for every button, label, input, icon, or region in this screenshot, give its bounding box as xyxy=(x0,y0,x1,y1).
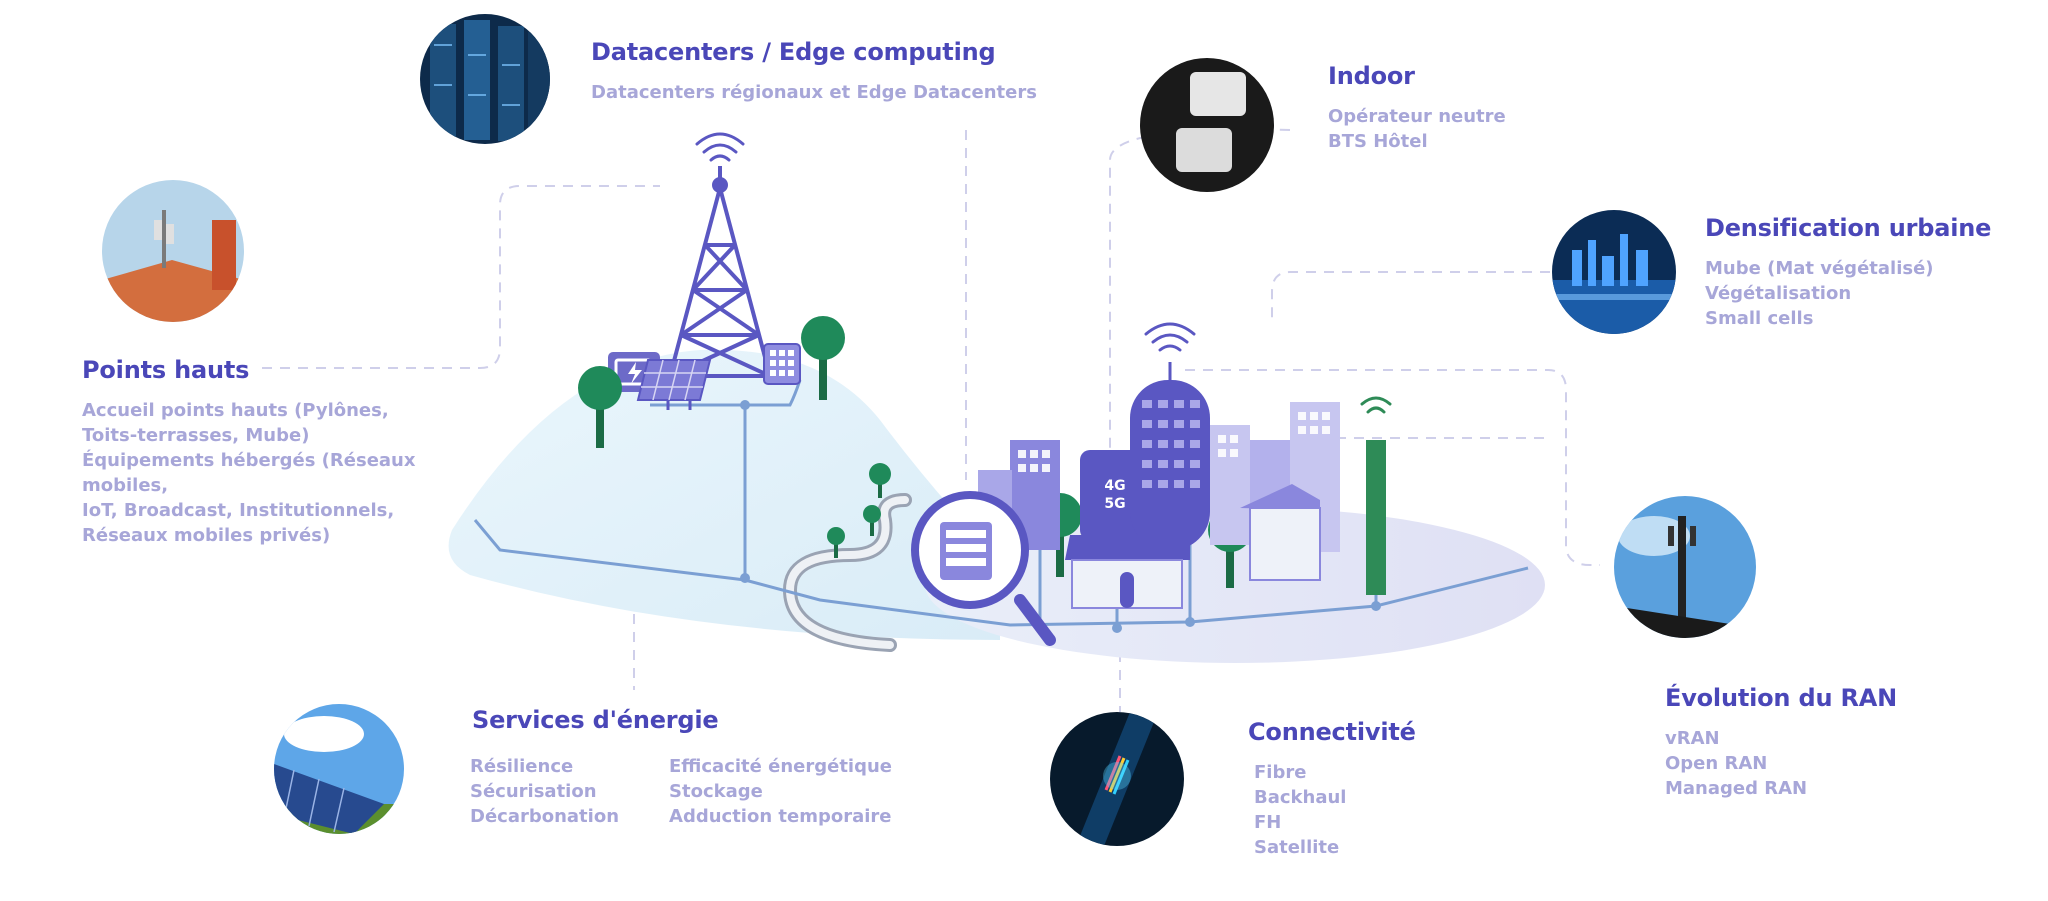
section-item: vRAN xyxy=(1665,728,1720,749)
section-connectivite: Connectivité Fibre Backhaul FH Satellite xyxy=(1248,718,1416,860)
section-item: Opérateur neutre xyxy=(1328,106,1506,127)
section-points-hauts: Points hauts Accueil points hauts (Pylôn… xyxy=(82,356,415,548)
section-item: Toits-terrasses, Mube) xyxy=(82,425,310,446)
section-item: Backhaul xyxy=(1254,787,1347,808)
cell-tower-photo xyxy=(1614,496,1756,638)
section-item: Datacenters régionaux et Edge Datacenter… xyxy=(591,82,1037,103)
wifi-signal-icon xyxy=(695,132,745,162)
lattice-tower xyxy=(668,166,772,378)
section-indoor: Indoor Opérateur neutre BTS Hôtel xyxy=(1328,62,1506,154)
night-city-photo xyxy=(1552,210,1676,334)
section-item: Efficacité énergétique xyxy=(669,756,893,777)
server-room-photo xyxy=(420,14,550,144)
section-item: Adduction temporaire xyxy=(669,806,892,827)
section-energie: Services d'énergie Résilience Sécurisati… xyxy=(470,706,892,829)
fiber-optic-photo xyxy=(1050,712,1184,846)
section-item: BTS Hôtel xyxy=(1328,131,1428,152)
section-item: Sécurisation xyxy=(470,781,597,802)
section-ran: Évolution du RAN vRAN Open RAN Managed R… xyxy=(1665,684,1897,801)
section-title: Évolution du RAN xyxy=(1665,684,1898,712)
section-item: Accueil points hauts (Pylônes, xyxy=(82,400,389,421)
section-title: Datacenters / Edge computing xyxy=(591,38,996,66)
section-item: IoT, Broadcast, Institutionnels, xyxy=(82,500,395,521)
section-item: Végétalisation xyxy=(1705,283,1852,304)
section-item: Décarbonation xyxy=(470,806,620,827)
section-densification: Densification urbaine Mube (Mat végétali… xyxy=(1705,214,1991,331)
solar-panel-icon xyxy=(636,359,712,410)
section-title: Indoor xyxy=(1328,62,1415,90)
section-item: Satellite xyxy=(1254,837,1340,858)
solar-panels-photo xyxy=(274,704,404,834)
section-title: Services d'énergie xyxy=(472,706,719,734)
section-item: FH xyxy=(1254,812,1282,833)
section-title: Connectivité xyxy=(1248,718,1416,746)
section-item: Small cells xyxy=(1705,308,1814,329)
rooftop-antenna-photo xyxy=(102,180,244,322)
section-item: mobiles, xyxy=(82,475,169,496)
section-item: Mube (Mat végétalisé) xyxy=(1705,258,1934,279)
section-datacenters: Datacenters / Edge computing Datacenters… xyxy=(591,38,1037,105)
section-title: Points hauts xyxy=(82,356,250,384)
indoor-antenna-photo xyxy=(1140,58,1274,192)
section-item: Fibre xyxy=(1254,762,1307,783)
section-item: Équipements hébergés (Réseaux xyxy=(82,450,416,471)
network-badge-5g: 5G xyxy=(1104,496,1125,512)
section-item: Managed RAN xyxy=(1665,778,1808,799)
section-item: Open RAN xyxy=(1665,753,1768,774)
left-hill xyxy=(448,349,1001,640)
network-badge-4g: 4G xyxy=(1104,478,1125,494)
section-item: Réseaux mobiles privés) xyxy=(82,525,331,546)
section-item: Stockage xyxy=(669,781,763,802)
equipment-panel-icon xyxy=(763,343,801,385)
city-wifi-icon xyxy=(1144,322,1196,352)
section-title: Densification urbaine xyxy=(1705,214,1992,242)
mast-wifi-icon xyxy=(1360,396,1392,414)
section-item: Résilience xyxy=(470,756,574,777)
magnifier-server-icon xyxy=(911,491,1056,646)
city-buildings: 4G 5G xyxy=(978,362,1392,609)
